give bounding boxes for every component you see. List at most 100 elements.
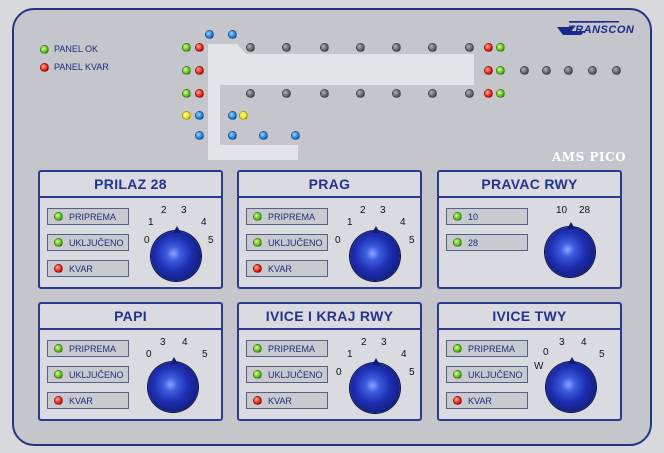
map-led xyxy=(465,89,474,98)
panel-kvar-led xyxy=(40,62,49,72)
dial-tick: 2 xyxy=(161,205,167,216)
kvar-button[interactable]: KVAR xyxy=(246,260,328,277)
dial-tick: 4 xyxy=(401,349,407,360)
map-led xyxy=(259,131,268,140)
priprema-button[interactable]: PRIPREMA xyxy=(47,340,129,357)
intensity-knob[interactable] xyxy=(546,357,596,412)
map-led xyxy=(246,43,255,52)
map-led xyxy=(205,30,214,39)
priprema-led xyxy=(54,212,63,221)
priprema-button[interactable]: PRIPREMA xyxy=(246,340,328,357)
button-label: UKLJUČENO xyxy=(468,369,523,380)
map-led xyxy=(484,43,493,52)
dial-tick: 1 xyxy=(347,217,353,228)
ukljuceno-button[interactable]: UKLJUČENO xyxy=(47,366,129,383)
map-led xyxy=(496,43,505,52)
kvar-led xyxy=(54,396,63,405)
map-led xyxy=(356,89,365,98)
ukljuceno-button[interactable]: UKLJUČENO xyxy=(446,366,528,383)
dial-tick: 4 xyxy=(182,337,188,348)
button-label: PRIPREMA xyxy=(69,211,117,222)
rwy-10-button[interactable]: 10 xyxy=(446,208,528,225)
dial-tick: 4 xyxy=(400,217,406,228)
kvar-button[interactable]: KVAR xyxy=(47,260,129,277)
dial-tick: 1 xyxy=(148,217,154,228)
dial-tick: 4 xyxy=(201,217,207,228)
priprema-button[interactable]: PRIPREMA xyxy=(246,208,328,225)
rwy-10-led xyxy=(453,212,462,221)
map-led xyxy=(356,43,365,52)
kvar-button[interactable]: KVAR xyxy=(47,392,129,409)
intensity-knob[interactable] xyxy=(148,357,198,412)
rwy-28-button[interactable]: 28 xyxy=(446,234,528,251)
map-led xyxy=(182,66,191,75)
intensity-knob[interactable] xyxy=(350,226,400,281)
intensity-knob[interactable] xyxy=(350,358,400,413)
map-led xyxy=(195,43,204,52)
dial-tick: 3 xyxy=(559,337,565,348)
button-label: UKLJUČENO xyxy=(69,237,124,248)
dial-tick: 28 xyxy=(579,205,591,216)
button-label: 28 xyxy=(468,237,479,248)
priprema-led xyxy=(253,344,262,353)
module-ivice-twy: IVICE TWY PRIPREMA UKLJUČENO KVAR W 0 3 … xyxy=(437,302,622,421)
dial-tick: 0 xyxy=(543,347,549,358)
dial-tick: 1 xyxy=(347,349,353,360)
map-led xyxy=(392,43,401,52)
map-led xyxy=(228,131,237,140)
module-pravac-rwy: PRAVAC RWY 10 28 10 28 xyxy=(437,170,622,289)
dial-tick: 0 xyxy=(144,235,150,246)
button-label: 10 xyxy=(468,211,479,222)
direction-knob[interactable] xyxy=(545,222,595,277)
dial-tick: 0 xyxy=(146,349,152,360)
map-led xyxy=(228,111,237,120)
map-led xyxy=(182,89,191,98)
transcon-logo xyxy=(557,21,619,35)
module-papi: PAPI PRIPREMA UKLJUČENO KVAR 0 3 4 5 xyxy=(38,302,223,421)
map-led xyxy=(195,89,204,98)
module-title: PRAVAC RWY xyxy=(439,172,620,198)
ukljuceno-button[interactable]: UKLJUČENO xyxy=(47,234,129,251)
rwy-28-led xyxy=(453,238,462,247)
runway-taxiway-shape xyxy=(208,44,474,160)
button-label: KVAR xyxy=(69,395,93,406)
map-led xyxy=(520,66,529,75)
dial-tick: 2 xyxy=(361,337,367,348)
ukljuceno-button[interactable]: UKLJUČENO xyxy=(246,366,328,383)
priprema-button[interactable]: PRIPREMA xyxy=(446,340,528,357)
ukljuceno-led xyxy=(54,238,63,247)
ukljuceno-led xyxy=(54,370,63,379)
map-led xyxy=(496,66,505,75)
dial-tick: 3 xyxy=(381,337,387,348)
dial-tick: 5 xyxy=(409,235,415,246)
map-led xyxy=(282,43,291,52)
ukljuceno-button[interactable]: UKLJUČENO xyxy=(246,234,328,251)
priprema-led xyxy=(54,344,63,353)
button-label: UKLJUČENO xyxy=(268,237,323,248)
map-led xyxy=(428,89,437,98)
dial-tick: W xyxy=(534,361,544,372)
dial-tick: 10 xyxy=(556,205,568,216)
map-led xyxy=(195,131,204,140)
module-title: PAPI xyxy=(40,304,221,330)
map-led xyxy=(588,66,597,75)
legend-panel-ok: PANEL OK xyxy=(40,44,98,54)
priprema-button[interactable]: PRIPREMA xyxy=(47,208,129,225)
dial-tick: 3 xyxy=(160,337,166,348)
button-label: PRIPREMA xyxy=(268,343,316,354)
dial-tick: 4 xyxy=(581,337,587,348)
dial-tick: 5 xyxy=(409,367,415,378)
dial-tick: 5 xyxy=(599,349,605,360)
logo-tagline: ELECTRONIC SYSTEMS xyxy=(570,20,605,24)
button-label: KVAR xyxy=(268,395,292,406)
dial-tick: 5 xyxy=(208,235,214,246)
map-led xyxy=(428,43,437,52)
legend-panel-kvar: PANEL KVAR xyxy=(40,62,109,72)
map-led xyxy=(228,30,237,39)
kvar-button[interactable]: KVAR xyxy=(246,392,328,409)
button-label: PRIPREMA xyxy=(268,211,316,222)
button-label: PRIPREMA xyxy=(69,343,117,354)
kvar-led xyxy=(253,264,262,273)
kvar-button[interactable]: KVAR xyxy=(446,392,528,409)
intensity-knob[interactable] xyxy=(151,226,201,281)
